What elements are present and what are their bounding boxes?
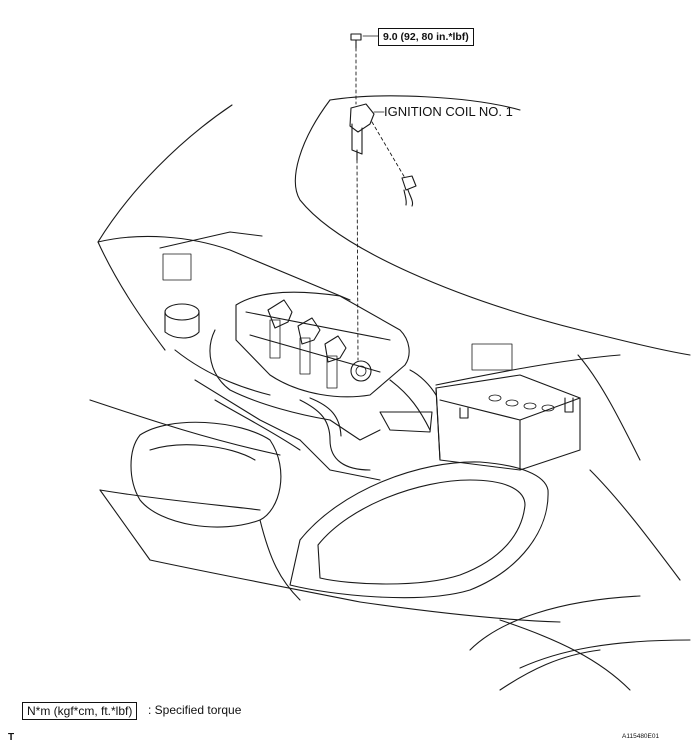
assembly-guide-lines: [355, 35, 406, 361]
headlight: [289, 411, 549, 599]
removed-ignition-coil: [349, 103, 375, 161]
legend-unit-box: N*m (kgf*cm, ft.*lbf): [22, 702, 138, 720]
torque-callout: 9.0 (92, 80 in.*lbf): [378, 28, 474, 46]
corner-mark: T: [8, 732, 15, 743]
hood-outline: [97, 95, 691, 356]
figure-id: A115480E01: [622, 733, 660, 740]
front-bumper: [259, 519, 641, 691]
connector-icon: [401, 175, 417, 207]
air-intake: [130, 253, 282, 528]
ignition-coil-label: IGNITION COIL NO. 1: [384, 104, 513, 119]
battery: [435, 343, 581, 471]
installed-ignition-coils: [267, 299, 347, 389]
legend-description: : Specified torque: [148, 703, 242, 717]
hoses: [299, 369, 437, 471]
body-panel-lines: [89, 231, 691, 691]
bolt-icon: [350, 33, 362, 49]
cylinder-head-cover: [174, 291, 410, 481]
